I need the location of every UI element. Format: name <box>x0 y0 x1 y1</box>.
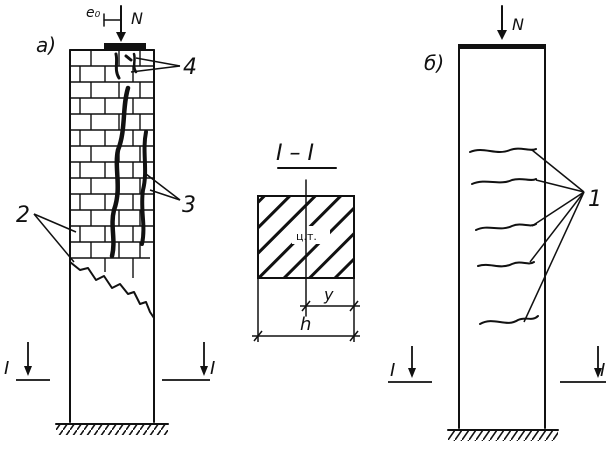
load-arrow-b <box>497 5 507 40</box>
panel-a-label: a) <box>36 33 56 57</box>
dimension-h-label: h <box>300 314 311 335</box>
force-label-a: N <box>131 9 143 28</box>
leader-lines-a <box>33 57 181 263</box>
section-arrow-right-b <box>594 368 602 378</box>
section-mark-left-b: I <box>390 360 395 381</box>
dimension-h <box>252 330 360 342</box>
panel-a: a) e₀ N <box>4 5 215 435</box>
section-arrow-left-b <box>408 368 416 378</box>
section-marks-a <box>16 342 210 381</box>
local-crushing-cracks <box>114 52 138 80</box>
bearing-plate <box>104 43 146 51</box>
section-mark-right-b: I <box>600 360 605 381</box>
pillar-b-outline <box>458 44 546 429</box>
cross-section: I – I ц.т. y h <box>252 141 360 342</box>
eccentricity-label: e₀ <box>86 5 101 21</box>
section-mark-right-a: I <box>210 358 215 379</box>
horizontal-cracks <box>469 147 539 325</box>
crack-label-1: 1 <box>588 187 602 212</box>
panel-b-label: б) <box>424 51 444 75</box>
crack-label-2: 2 <box>16 203 30 228</box>
leader-lines-b <box>523 149 585 323</box>
load-arrow-a <box>103 5 126 42</box>
ground-a <box>55 423 169 435</box>
section-title: I – I <box>276 141 314 166</box>
force-label-b: N <box>512 15 524 34</box>
dimension-y <box>257 278 360 342</box>
section-marks-b <box>388 346 606 383</box>
crack-label-4: 4 <box>183 55 197 80</box>
spalled-masonry-edge <box>69 261 155 319</box>
dimension-y-label: y <box>323 285 334 304</box>
ground-b <box>447 429 559 441</box>
section-arrow-right-a <box>200 366 208 376</box>
vertical-cracks <box>109 85 148 259</box>
panel-b: б) N 1 <box>388 5 606 441</box>
crack-label-3: 3 <box>182 193 196 218</box>
section-arrow-left-a <box>24 366 32 376</box>
centroid-label-bg <box>292 226 330 244</box>
section-mark-left-a: I <box>4 358 9 379</box>
